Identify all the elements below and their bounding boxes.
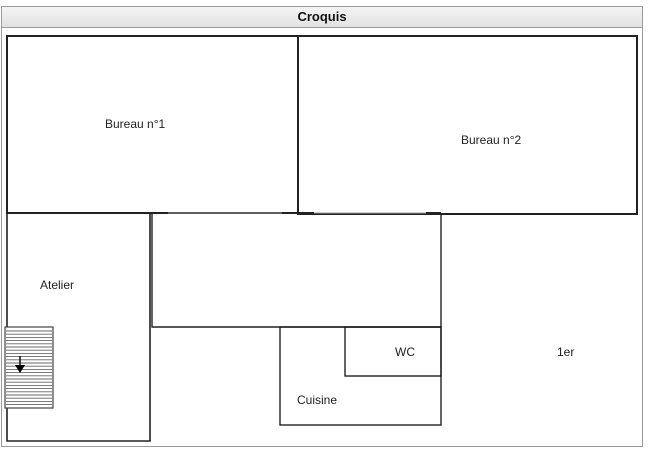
label-atelier: Atelier (40, 278, 75, 292)
label-bureau-1: Bureau n°1 (105, 117, 166, 131)
label-bureau-2: Bureau n°2 (461, 133, 522, 147)
room-bureau-2 (297, 35, 638, 215)
room-wc (344, 326, 442, 377)
label-wc: WC (395, 345, 415, 359)
sketch-panel (1, 6, 643, 447)
label-1er: 1er (557, 345, 575, 359)
room-central (151, 213, 442, 328)
label-cuisine: Cuisine (297, 393, 338, 407)
stairs-down-icon (4, 326, 54, 409)
panel-title: Croquis (1, 6, 643, 28)
